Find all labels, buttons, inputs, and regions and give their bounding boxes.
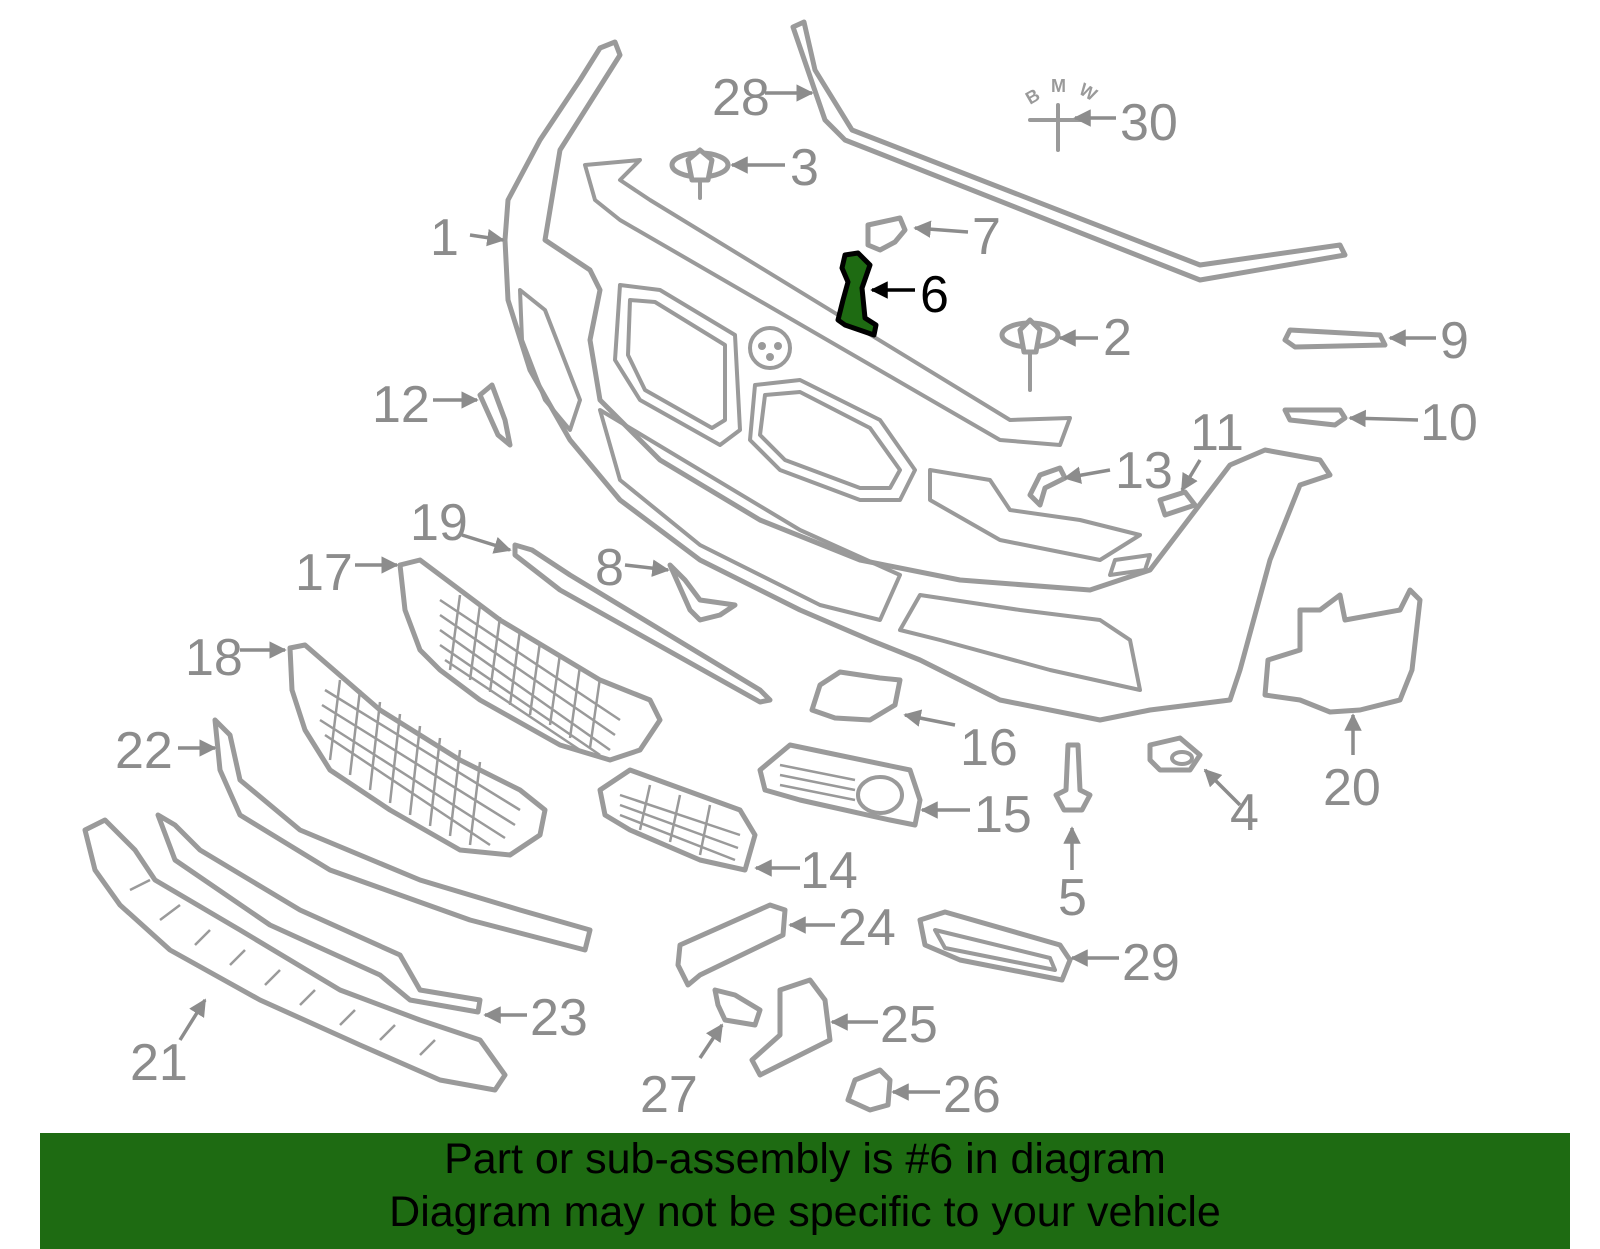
callout-4: 4 [1230, 784, 1259, 842]
callout-23: 23 [530, 989, 588, 1047]
part-17-grille [397, 557, 663, 763]
part-12-plate [477, 382, 513, 448]
callout-24: 24 [838, 899, 896, 957]
callout-2: 2 [1103, 309, 1132, 367]
callout-6: 6 [920, 266, 949, 324]
callout-11: 11 [1190, 404, 1244, 462]
emblem-letter-w: W [1076, 79, 1101, 105]
part-20-bracket [1262, 587, 1423, 715]
callout-27: 27 [640, 1066, 698, 1124]
callout-30: 30 [1120, 94, 1178, 152]
part-23-strip [155, 812, 483, 1015]
part-26-cap [845, 1067, 893, 1113]
part-30-emblem: B M W [1022, 76, 1101, 152]
part-15-fog-grille [757, 742, 923, 828]
callout-15: 15 [974, 786, 1032, 844]
callout-18: 18 [185, 629, 243, 687]
part-24-bracket [675, 902, 788, 988]
callout-12: 12 [372, 376, 430, 434]
callout-20: 20 [1323, 759, 1381, 817]
callout-26: 26 [943, 1066, 1001, 1124]
callout-7: 7 [972, 208, 1001, 266]
callout-14: 14 [800, 842, 858, 900]
part-4-clip [1147, 735, 1203, 773]
part-22-strip [212, 717, 593, 953]
callout-3: 3 [790, 139, 819, 197]
emblem-letter-b: B [1022, 85, 1043, 109]
callout-21: 21 [130, 1034, 188, 1092]
part-25-bracket [749, 977, 833, 1078]
part-11-plate [1157, 489, 1198, 518]
footer-line-2: Diagram may not be specific to your vehi… [389, 1188, 1221, 1236]
part-9-trim [1282, 327, 1388, 350]
part-16-bracket [809, 669, 903, 723]
callout-28: 28 [712, 69, 770, 127]
callout-29: 29 [1122, 934, 1180, 992]
callout-10: 10 [1420, 394, 1478, 452]
part-5-pin [1053, 742, 1093, 813]
part-19-strip [512, 542, 773, 705]
callout-9: 9 [1440, 312, 1469, 370]
part-10-trim [1282, 407, 1348, 428]
callout-1: 1 [430, 209, 459, 267]
footer-line-1: Part or sub-assembly is #6 in diagram [444, 1135, 1166, 1183]
callout-labels: 1 2 3 4 5 6 7 8 9 10 11 12 13 14 15 16 1… [115, 69, 1478, 1124]
part-1-bumper-cover [502, 39, 1333, 723]
callout-16: 16 [960, 719, 1018, 777]
part-2-clip [999, 317, 1061, 392]
part-14-insert [597, 767, 758, 873]
leader-lines [178, 84, 1436, 1101]
part-27-bracket [712, 987, 763, 1028]
part-3-clip [669, 147, 731, 200]
part-21-absorber [82, 817, 508, 1093]
part-28-hood-trim [790, 19, 1348, 283]
part-7-bracket [865, 215, 908, 253]
part-29-frame [917, 909, 1073, 983]
callout-17: 17 [295, 544, 353, 602]
callout-5: 5 [1058, 869, 1087, 927]
emblem-letter-m: M [1051, 76, 1066, 96]
callout-13: 13 [1115, 442, 1173, 500]
part-13-bracket [1027, 465, 1068, 508]
callout-8: 8 [595, 539, 624, 597]
part-18-grille [287, 642, 548, 858]
callout-22: 22 [115, 722, 173, 780]
footer-banner: Part or sub-assembly is #6 in diagram Di… [40, 1133, 1570, 1249]
part-8-bracket [667, 562, 738, 623]
callout-25: 25 [880, 996, 938, 1054]
callout-19: 19 [410, 494, 468, 552]
part-6-bracket-highlighted [835, 250, 879, 338]
